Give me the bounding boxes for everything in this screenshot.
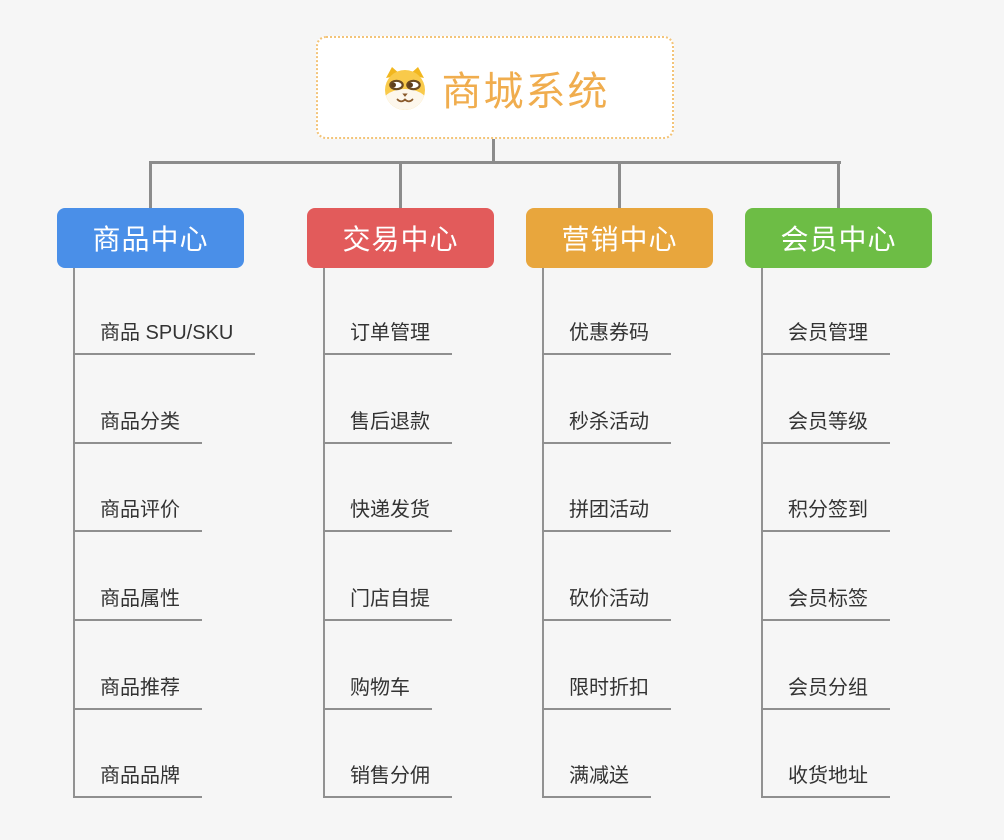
branch-label: 交易中心 [342,224,459,255]
branch-node-member[interactable]: 会员中心 [745,208,932,268]
leaf-node[interactable]: 拼团活动 [542,495,671,532]
branch-node-trade[interactable]: 交易中心 [307,208,494,268]
branch-label: 商品中心 [92,224,209,255]
leaf-node[interactable]: 秒杀活动 [542,407,671,444]
leaf-node[interactable]: 商品品牌 [73,761,202,798]
leaf-node[interactable]: 商品属性 [73,584,202,621]
branch-label: 营销中心 [561,224,678,255]
leaf-node[interactable]: 限时折扣 [542,673,671,710]
column-line [73,268,75,798]
leaf-node[interactable]: 购物车 [323,673,432,710]
branch-column-trade: 订单管理 售后退款 快递发货 门店自提 购物车 销售分佣 [323,268,553,798]
connector-bus [149,161,841,164]
root-node-mall-system[interactable]: 商城系统 [316,36,674,139]
leaf-node[interactable]: 门店自提 [323,584,452,621]
leaf-node[interactable]: 收货地址 [761,761,890,798]
leaf-node[interactable]: 订单管理 [323,318,452,355]
leaf-node[interactable]: 售后退款 [323,407,452,444]
root-title: 商城系统 [441,69,610,114]
leaf-node[interactable]: 快递发货 [323,495,452,532]
leaf-node[interactable]: 商品分类 [73,407,202,444]
leaf-node[interactable]: 砍价活动 [542,584,671,621]
branch-node-marketing[interactable]: 营销中心 [526,208,713,268]
branch-node-product[interactable]: 商品中心 [57,208,244,268]
leaf-node[interactable]: 会员等级 [761,407,890,444]
leaf-node[interactable]: 商品评价 [73,495,202,532]
connector-drop-member [837,161,840,208]
connector-drop-product [149,161,152,208]
branch-label: 会员中心 [780,224,897,255]
leaf-node[interactable]: 会员管理 [761,318,890,355]
leaf-node[interactable]: 积分签到 [761,495,890,532]
connector-drop-marketing [618,161,621,208]
leaf-node[interactable]: 商品推荐 [73,673,202,710]
branch-column-product: 商品 SPU/SKU 商品分类 商品评价 商品属性 商品推荐 商品品牌 [73,268,303,798]
branch-column-marketing: 优惠券码 秒杀活动 拼团活动 砍价活动 限时折扣 满减送 [542,268,772,798]
leaf-node[interactable]: 商品 SPU/SKU [73,318,256,355]
doge-icon [384,66,425,110]
column-line [761,268,763,798]
leaf-node[interactable]: 会员分组 [761,673,890,710]
connector-drop-trade [399,161,402,208]
leaf-node[interactable]: 满减送 [542,761,651,798]
leaf-node[interactable]: 销售分佣 [323,761,452,798]
column-line [323,268,325,798]
leaf-node[interactable]: 会员标签 [761,584,890,621]
leaf-node[interactable]: 优惠券码 [542,318,671,355]
column-line [542,268,544,798]
branch-column-member: 会员管理 会员等级 积分签到 会员标签 会员分组 收货地址 [761,268,991,798]
connector-root-drop [492,137,495,164]
